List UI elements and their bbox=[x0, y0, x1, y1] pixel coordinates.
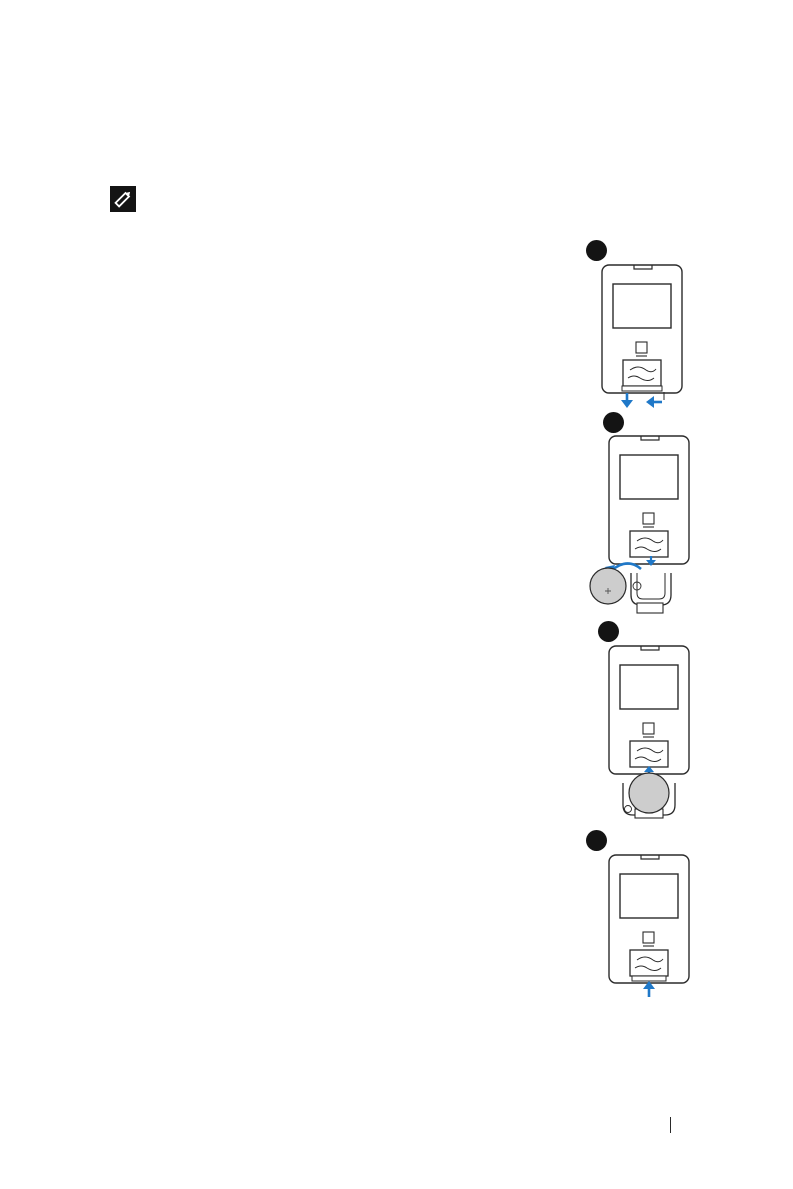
remote-illustration-step-3 bbox=[595, 643, 705, 823]
remote-illustration-step-1 bbox=[590, 262, 700, 414]
step-badge-4 bbox=[586, 830, 607, 851]
step-badge-2 bbox=[603, 412, 624, 433]
step-badge-1 bbox=[586, 240, 607, 261]
remote-illustration-step-4 bbox=[596, 852, 706, 1004]
remote-illustration-step-2 bbox=[585, 433, 705, 625]
pencil-note-icon bbox=[110, 186, 136, 212]
footer-divider bbox=[670, 1117, 671, 1133]
